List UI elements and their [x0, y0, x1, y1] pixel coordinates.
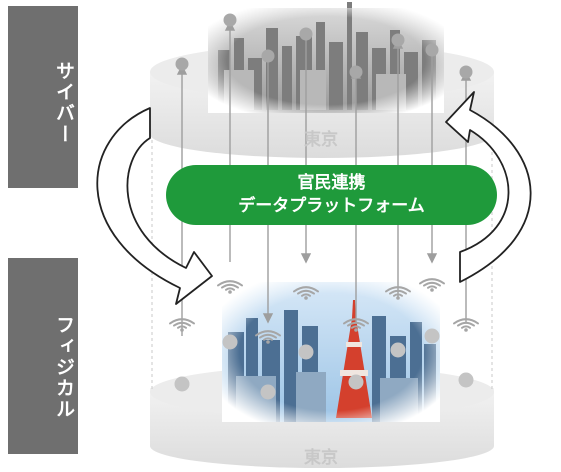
wifi-arc	[301, 293, 311, 297]
wifi-dot	[464, 328, 468, 332]
data-platform-banner: 官民連携 データプラットフォーム	[166, 165, 497, 225]
wifi-dot	[266, 340, 270, 344]
node-dot-icon	[299, 27, 313, 41]
cyber-label: サイバー	[8, 6, 78, 188]
node-dot-icon	[223, 13, 237, 27]
left-down-arrow	[96, 107, 213, 305]
wifi-arc	[389, 289, 407, 295]
node-dot-icon	[222, 334, 238, 350]
wifi-arc	[343, 318, 369, 325]
node-dot-icon	[174, 376, 190, 392]
wifi-arc	[221, 283, 239, 289]
wifi-dot	[430, 288, 434, 292]
wifi-arc	[169, 318, 195, 325]
wifi-dot	[180, 328, 184, 332]
node-dot-icon	[260, 384, 276, 400]
wifi-dot	[354, 328, 358, 332]
wifi-icon	[255, 330, 281, 344]
wifi-icon	[453, 318, 479, 332]
arrowhead-icon	[300, 253, 312, 264]
wifi-icon	[385, 286, 411, 300]
physical-city-photo	[222, 282, 440, 422]
wifi-arc	[177, 325, 187, 329]
wifi-icons	[169, 278, 479, 344]
wifi-arc	[293, 286, 319, 293]
wifi-arc	[461, 325, 471, 329]
cyber-city-skyline	[208, 2, 444, 113]
node-dot-icon	[261, 49, 275, 63]
wifi-arc	[173, 321, 191, 327]
wifi-dot	[396, 296, 400, 300]
right-up-arrow	[445, 91, 532, 283]
wifi-arc	[225, 287, 235, 291]
node-dot-icon	[458, 372, 474, 388]
wifi-arc	[297, 289, 315, 295]
wifi-arc	[457, 321, 475, 327]
wifi-arc	[423, 281, 441, 287]
wifi-arc	[217, 280, 243, 287]
wifi-dot	[304, 296, 308, 300]
arrowhead-icon	[262, 313, 274, 324]
wifi-icon	[217, 280, 243, 294]
banner-line-1: 官民連携	[297, 173, 366, 193]
node-dot-icon	[390, 342, 406, 358]
cycle-arrows	[96, 91, 532, 305]
node-dot-icon	[459, 65, 473, 79]
node-dot-icon	[349, 65, 363, 79]
wifi-dot	[228, 290, 232, 294]
node-dots	[174, 13, 474, 400]
wifi-icon	[343, 318, 369, 332]
bottom-disk-title: 東京	[304, 448, 338, 468]
node-dot-icon	[425, 43, 439, 57]
wifi-icon	[419, 278, 445, 292]
node-dot-icon	[348, 374, 364, 390]
arrowhead-icon	[426, 253, 438, 264]
top-disk-title: 東京	[304, 130, 338, 150]
wifi-arc	[453, 318, 479, 325]
physical-label: フィジカル	[8, 258, 78, 454]
node-dot-icon	[175, 57, 189, 71]
wifi-icon	[293, 286, 319, 300]
wifi-arc	[351, 325, 361, 329]
wifi-arc	[263, 337, 273, 341]
wifi-arc	[385, 286, 411, 293]
node-dot-icon	[424, 328, 440, 344]
wifi-arc	[259, 333, 277, 339]
node-dot-icon	[391, 33, 405, 47]
node-dot-icon	[298, 344, 314, 360]
banner-line-2: データプラットフォーム	[238, 196, 425, 216]
wifi-icon	[169, 318, 195, 332]
wifi-arc	[419, 278, 445, 285]
wifi-arc	[347, 321, 365, 327]
wifi-arc	[255, 330, 281, 337]
wifi-arc	[427, 285, 437, 289]
wifi-arc	[393, 293, 403, 297]
